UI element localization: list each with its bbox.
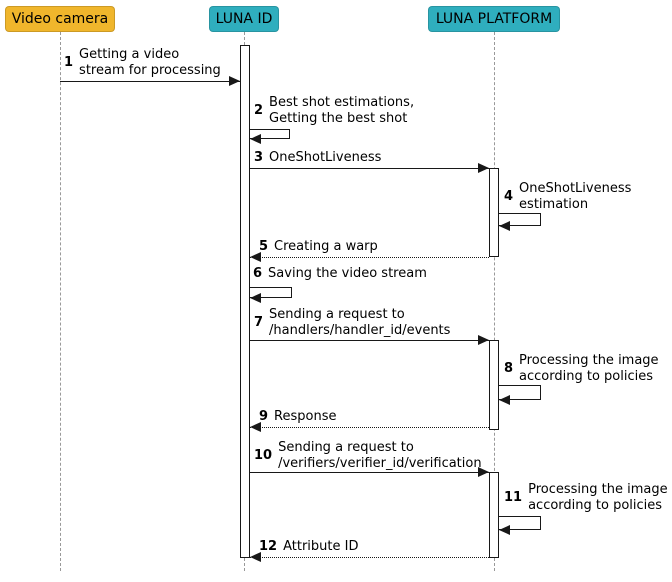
message-7-arrowhead-icon — [478, 335, 489, 345]
message-4-arrowhead-icon — [499, 221, 510, 231]
activation-luna-platform-1 — [489, 168, 499, 257]
message-7-arrow — [250, 340, 489, 341]
message-1-arrow — [60, 81, 240, 82]
message-10-arrow — [250, 472, 489, 473]
message-3-label: 3 OneShotLiveness — [254, 150, 381, 166]
message-2-label: 2 Best shot estimations, Getting the bes… — [254, 95, 414, 127]
message-12-text: Attribute ID — [283, 539, 359, 554]
message-1-label: 1 Getting a video stream for processing — [64, 47, 221, 79]
message-10-label: 10 Sending a request to /verifiers/verif… — [254, 440, 482, 472]
message-5-number: 5 — [259, 239, 269, 254]
message-2-self-loop — [250, 129, 290, 139]
message-9-arrowhead-icon — [250, 422, 261, 432]
message-5-text: Creating a warp — [274, 239, 378, 254]
message-11-number: 11 — [504, 490, 523, 505]
message-10-arrowhead-icon — [478, 467, 489, 477]
participant-video-camera: Video camera — [5, 6, 115, 32]
message-12-arrow — [250, 557, 489, 558]
message-11-label: 11 Processing the image according to pol… — [504, 482, 668, 514]
message-8-number: 8 — [504, 361, 514, 376]
message-12-number: 12 — [259, 539, 278, 554]
message-9-arrow — [250, 427, 489, 428]
message-3-arrowhead-icon — [478, 163, 489, 173]
message-6-arrowhead-icon — [250, 293, 261, 303]
message-8-arrowhead-icon — [499, 395, 510, 405]
message-11-self-loop — [499, 516, 541, 530]
message-10-number: 10 — [254, 448, 273, 463]
message-2-text: Best shot estimations, Getting the best … — [269, 95, 415, 126]
message-3-number: 3 — [254, 150, 264, 165]
message-6-self-loop — [250, 287, 292, 298]
message-9-label: 9 Response — [259, 409, 336, 425]
message-11-arrowhead-icon — [499, 525, 510, 535]
message-1-arrowhead-icon — [229, 76, 240, 86]
message-7-text: Sending a request to /handlers/handler_i… — [269, 307, 451, 338]
message-6-number: 6 — [253, 266, 263, 281]
message-6-label: 6 Saving the video stream — [253, 266, 427, 282]
activation-luna-platform-3 — [489, 472, 499, 558]
message-6-text: Saving the video stream — [268, 266, 427, 281]
message-7-number: 7 — [254, 315, 264, 330]
message-8-text: Processing the image according to polici… — [519, 353, 659, 384]
message-3-arrow — [250, 168, 489, 169]
message-11-text: Processing the image according to polici… — [528, 482, 668, 513]
message-1-number: 1 — [64, 55, 74, 70]
message-8-label: 8 Processing the image according to poli… — [504, 353, 659, 385]
participant-luna-id: LUNA ID — [209, 6, 279, 32]
message-8-self-loop — [499, 385, 541, 400]
message-4-label: 4 OneShotLiveness estimation — [504, 181, 631, 213]
message-12-label: 12 Attribute ID — [259, 539, 358, 555]
message-4-self-loop — [499, 213, 541, 226]
message-3-text: OneShotLiveness — [269, 150, 382, 165]
message-9-number: 9 — [259, 409, 269, 424]
message-2-arrowhead-icon — [250, 134, 261, 144]
message-9-text: Response — [274, 409, 337, 424]
message-5-arrow — [250, 257, 489, 258]
message-5-label: 5 Creating a warp — [259, 239, 378, 255]
message-4-number: 4 — [504, 189, 514, 204]
message-12-arrowhead-icon — [250, 552, 261, 562]
participant-luna-platform: LUNA PLATFORM — [428, 6, 560, 32]
message-4-text: OneShotLiveness estimation — [519, 181, 632, 212]
activation-luna-id — [240, 45, 250, 558]
message-2-number: 2 — [254, 103, 264, 118]
message-5-arrowhead-icon — [250, 252, 261, 262]
message-10-text: Sending a request to /verifiers/verifier… — [278, 440, 482, 471]
message-7-label: 7 Sending a request to /handlers/handler… — [254, 307, 450, 339]
activation-luna-platform-2 — [489, 340, 499, 430]
lifeline-video-camera — [60, 32, 61, 571]
message-1-text: Getting a video stream for processing — [79, 47, 221, 78]
lifeline-luna-platform — [494, 32, 495, 571]
